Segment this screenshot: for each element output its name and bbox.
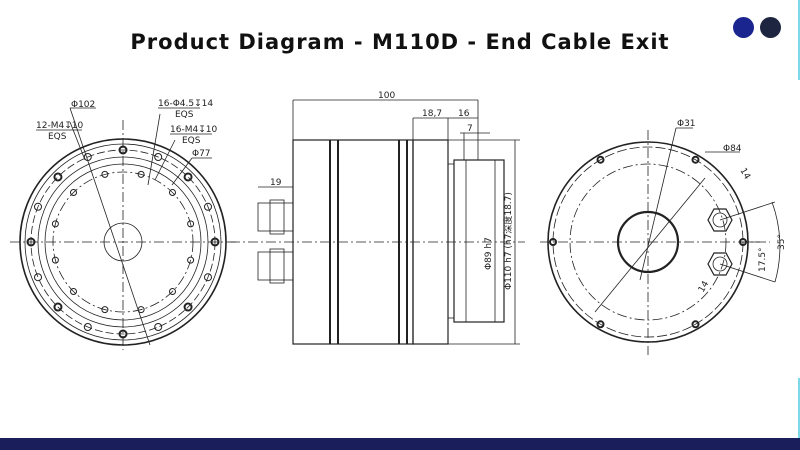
rear-view: Φ31 Φ84 14 14 17.5° 35° (540, 119, 787, 355)
bolt-hole (549, 238, 557, 246)
bolt-hole (53, 302, 63, 312)
bolt-hole (118, 329, 128, 339)
bolt-hole (183, 172, 193, 182)
bolt-hole (154, 322, 163, 331)
bolt-hole (187, 220, 195, 228)
bolt-hole (210, 237, 220, 247)
bolt-hole (34, 273, 43, 282)
bolt-hole (101, 170, 109, 178)
bolt-holes (26, 145, 220, 339)
dim-dia-89: Φ89 h7 (484, 237, 494, 270)
dim-16: 16 (458, 109, 470, 119)
dim-front-holes-b-eqs: EQS (182, 136, 201, 146)
edge-accent-top (798, 0, 800, 80)
page-title: Product Diagram - M110D - End Cable Exit (130, 30, 670, 54)
edge-accent-bottom (798, 378, 800, 438)
bolt-hole (51, 220, 59, 228)
dim-18-7: 18,7 (422, 109, 442, 119)
side-view: 100 18,7 16 7 19 Φ89 h7 Φ110 h7 (h7深度18.… (230, 91, 525, 345)
dim-rear-dia-31: Φ31 (677, 119, 696, 129)
bolt-hole (691, 320, 700, 329)
bolt-hole (137, 170, 145, 178)
bolt-hole (187, 256, 195, 264)
bolt-hole (154, 153, 163, 162)
dim-front-holes-a: 16-Φ4.5↧14 (158, 99, 213, 109)
dim-angle-35: 35° (777, 234, 787, 250)
bolt-hole (183, 302, 193, 312)
dim-rear-dia-84: Φ84 (723, 144, 742, 154)
bolt-hole (53, 172, 63, 182)
bolt-hole (596, 155, 605, 164)
dim-front-dia-102: Φ102 (71, 100, 95, 110)
bolt-hole (203, 202, 212, 211)
bolt-hole (596, 320, 605, 329)
bolt-hole (34, 202, 43, 211)
bolt-hole (26, 237, 36, 247)
dim-cable-19: 19 (270, 178, 282, 188)
bolt-hole (70, 189, 78, 197)
dim-length-100: 100 (378, 91, 395, 101)
dim-7: 7 (467, 124, 473, 134)
bolt-hole (51, 256, 59, 264)
rear-bolt-holes (549, 155, 747, 329)
bolt-hole (168, 189, 176, 197)
bolt-hole (101, 306, 109, 314)
dim-front-holes-b: 16-M4↧10 (170, 125, 217, 135)
dim-front-holes-a-eqs: EQS (175, 110, 194, 120)
bolt-hole (70, 287, 78, 295)
bolt-hole (83, 322, 92, 331)
front-view: Φ102 16-Φ4.5↧14 EQS 16-M4↧10 EQS 12-M4↧1… (10, 99, 238, 350)
dim-front-holes-c-eqs: EQS (48, 132, 67, 142)
bolt-hole (168, 287, 176, 295)
dim-rear-14-bottom: 14 (697, 279, 712, 294)
bolt-hole (691, 155, 700, 164)
dim-rear-14-top: 14 (737, 167, 752, 182)
bolt-hole (118, 145, 128, 155)
dim-dia-110: Φ110 h7 (h7深度18.7) (502, 192, 514, 290)
footer-bar (0, 438, 800, 450)
decor-dot-secondary (760, 17, 781, 38)
decor-dot-primary (733, 17, 754, 38)
dim-front-holes-c: 12-M4↧10 (36, 121, 83, 131)
bolt-hole (203, 273, 212, 282)
dim-front-dia-77: Φ77 (192, 149, 211, 159)
dim-angle-17-5: 17.5° (758, 247, 768, 272)
